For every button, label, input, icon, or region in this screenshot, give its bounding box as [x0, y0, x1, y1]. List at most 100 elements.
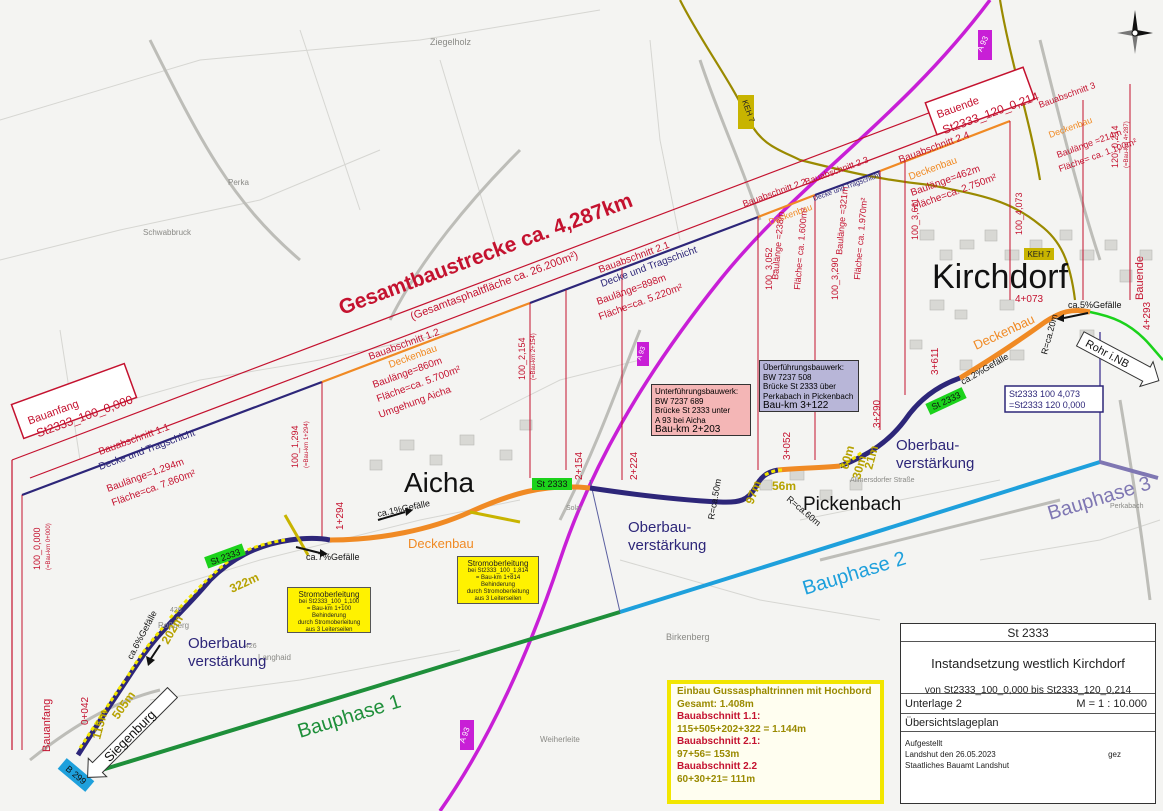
strom1-title: Stromoberleitung [298, 590, 360, 599]
svg-text:100_3,052: 100_3,052 [764, 247, 774, 290]
gussasphalt-box: Einbau Gussasphaltrinnen mit Hochbord Ge… [667, 680, 884, 804]
road-deckenbau-pickenbach [777, 463, 841, 473]
svg-text:(=Bau-km 2+154): (=Bau-km 2+154) [531, 333, 537, 380]
gussasphalt-b21-label: Bauabschnitt 2.1: [677, 736, 761, 747]
title-block-office: Staatliches Bauamt Landshut [905, 761, 1010, 770]
minor-roads [29, 39, 1152, 762]
svg-text:426: 426 [245, 643, 257, 650]
strom1-note: Stromoberleitung bei St2333_100_1,100 = … [287, 587, 371, 633]
svg-text:Roßberg: Roßberg [158, 621, 189, 630]
svg-text:(=Bau-km 0+000): (=Bau-km 0+000) [46, 523, 52, 570]
station-leaders [21, 84, 1131, 750]
svg-text:1+294: 1+294 [335, 501, 346, 530]
title-block-title: Instandsetzung westlich Kirchdorf von St… [901, 642, 1155, 696]
gussasphalt-b21-value: 97+56= 153m [677, 748, 740, 760]
keh7-shield: KEH 7 [738, 95, 757, 129]
strom1-l5: aus 3 Leiterseilen [305, 627, 353, 633]
a93-shield-top: A 93 [975, 30, 992, 60]
svg-text:ca.7%Gefälle: ca.7%Gefälle [306, 552, 360, 562]
unterfuehrung-title: Unterführungsbauwerk: [655, 387, 739, 396]
km-marks: 0+042 1+294 2+154 2+224 3+052 3+290 3+61… [80, 294, 1153, 725]
svg-text:2+154: 2+154 [574, 451, 585, 480]
town-aicha: Aicha [404, 467, 474, 498]
ueberfuehrung-bw: BW 7237 508 [763, 372, 812, 382]
svg-text:100_2,154: 100_2,154 [517, 337, 527, 380]
svg-text:4+073: 4+073 [1015, 294, 1044, 305]
oberbau-label-middle: Oberbau-verstärkung [628, 519, 706, 554]
ueberfuehrung-title: Überführungsbauwerk: [763, 363, 844, 372]
unterfuehrung-desc2: A 93 bei Aicha [655, 415, 706, 425]
segment-label-line: verstärkung [628, 537, 706, 554]
title-block-footer: Aufgestellt Landshut den 26.05.2023 Staa… [901, 732, 1155, 777]
svg-text:=St2333 120 0,000: =St2333 120 0,000 [1009, 400, 1085, 410]
svg-text:(=Bau-km 4+287): (=Bau-km 4+287) [1124, 121, 1130, 168]
unterfuehrung-desc1: Brücke St 2333 unter [655, 406, 731, 415]
svg-text:3+052: 3+052 [782, 431, 793, 460]
strom2-note: Stromoberleitung bei St2333_100_1,814 = … [457, 556, 539, 604]
town-kirchdorf: Kirchdorf [932, 258, 1069, 296]
a93-shield-bottom: A 93 [458, 720, 474, 750]
bauphase3-line [1099, 460, 1159, 480]
dim-s22-bar [757, 193, 816, 219]
svg-text:Weiherleite: Weiherleite [540, 735, 580, 744]
oberbau-label-west: Oberbau-verstärkung [188, 635, 266, 670]
kirchdorf-buildings [909, 229, 1153, 371]
road-oberbau-middle [589, 467, 779, 505]
segment-label-line: verstärkung [896, 455, 974, 472]
a93-shield-mid: A 93 [636, 342, 649, 366]
town-pickenbach: Pickenbach [803, 494, 901, 515]
phase-divider-1 [589, 479, 621, 613]
road-oberbau-east [839, 375, 961, 469]
unterfuehrung-bw: BW 7237 689 [655, 396, 704, 406]
dim-s12-bar [321, 301, 531, 384]
strom2-title: Stromoberleitung [467, 559, 529, 568]
svg-text:Birkenberg: Birkenberg [666, 632, 710, 642]
strom2-l3: Behinderung [480, 582, 516, 588]
road-east-end [1089, 310, 1163, 361]
road-deckenbau-kirchdorf [958, 307, 1091, 381]
title-block-date: Landshut den 26.05.2023 [905, 750, 996, 759]
svg-text:Ziegelholz: Ziegelholz [430, 37, 472, 47]
strom1-l2: = Bau-km 1+100 [306, 606, 352, 612]
svg-text:0+042: 0+042 [80, 696, 91, 725]
svg-text:3+611: 3+611 [930, 347, 941, 375]
svg-text:100_1,294: 100_1,294 [290, 425, 300, 468]
svg-text:100_0,000: 100_0,000 [32, 527, 42, 570]
kirchdorf-station-box: St2333 100 4,073 =St2333 120 0,000 [1004, 385, 1104, 413]
svg-text:100_3,611: 100_3,611 [910, 198, 920, 240]
svg-text:A 93: A 93 [636, 346, 647, 362]
svg-text:4+293: 4+293 [1142, 301, 1153, 330]
bauphase1-line [94, 610, 621, 774]
title-block-gez: gez [1108, 750, 1121, 759]
svg-text:100_4,073: 100_4,073 [1014, 192, 1024, 235]
svg-text:Perkabach: Perkabach [1110, 503, 1144, 510]
keh7-road [679, 0, 1077, 301]
dim-s21-bar [529, 215, 759, 305]
unterfuehrung-km: Bau-km 2+203 [655, 424, 721, 435]
strom2-l4: durch Stromoberleitung [466, 589, 530, 595]
strom2-l1: bei St2333_100_1,814 [467, 568, 529, 574]
title-block-aufgestellt: Aufgestellt [905, 739, 943, 748]
svg-text:(=Bau-km 1+294): (=Bau-km 1+294) [304, 421, 310, 468]
svg-text:100_3,290: 100_3,290 [830, 257, 840, 300]
title-block: St 2333 Instandsetzung westlich Kirchdor… [900, 623, 1156, 804]
strom2-l5: aus 3 Leiterseilen [474, 596, 522, 602]
dim-s24-bar [879, 119, 1011, 173]
gussasphalt-b22-label: Bauabschnitt 2.2 [677, 761, 758, 772]
north-arrow-icon [1117, 10, 1153, 54]
strom2-crossing [469, 510, 521, 524]
svg-text:56m: 56m [772, 479, 796, 493]
station-labels: 100_0,000 (=Bau-km 0+000) 100_1,294 (=Ba… [32, 121, 1130, 570]
strom1-l4: durch Stromoberleitung [297, 620, 361, 626]
svg-text:Allmersdorfer Straße: Allmersdorfer Straße [850, 477, 915, 484]
title-block-range: von St2333_100_0,000 bis St2333_120_0,21… [924, 685, 1132, 696]
ueberfuehrung-km: Bau-km 3+122 [763, 400, 829, 411]
bauphase2-line [619, 460, 1101, 614]
keh7-shield-east: KEH 7 [1024, 248, 1054, 260]
svg-text:St 2333: St 2333 [536, 479, 567, 489]
title-block-unterlage: Unterlage 2 [905, 698, 962, 710]
dim-s11-bar [21, 380, 323, 497]
svg-text:ca.5%Gefälle: ca.5%Gefälle [1068, 300, 1122, 310]
gesamt-dimension [11, 85, 1011, 750]
svg-text:60m: 60m [837, 444, 857, 471]
